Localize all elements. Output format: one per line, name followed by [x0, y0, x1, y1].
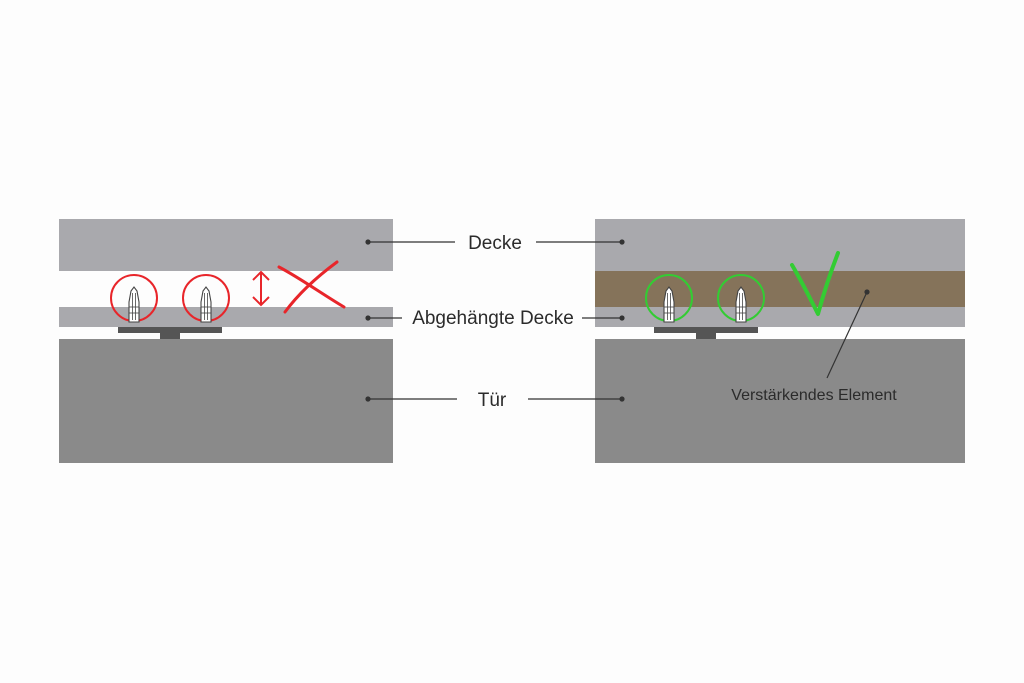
leader-lines — [365, 239, 870, 402]
right-ceiling-slab — [595, 219, 965, 271]
left-anchor-1 — [110, 274, 158, 323]
left-suspended-ceiling — [59, 307, 393, 327]
left-panel — [59, 219, 393, 463]
right-panel — [595, 219, 965, 463]
left-rail-stem — [160, 333, 180, 339]
wall-plug-anchor-icon — [200, 286, 212, 323]
label-suspended-ceiling: Abgehängte Decke — [412, 308, 574, 329]
label-ceiling: Decke — [468, 233, 522, 254]
right-door-rail — [654, 327, 758, 333]
label-reinforcing-element: Verstärkendes Element — [731, 387, 897, 404]
right-rail-stem — [696, 333, 716, 339]
right-reinforcing-element — [595, 271, 965, 307]
left-door-rail — [118, 327, 222, 333]
right-door — [595, 339, 965, 463]
left-door — [59, 339, 393, 463]
label-door: Tür — [478, 390, 507, 411]
left-ceiling-slab — [59, 219, 393, 271]
double-arrow-vertical-icon — [252, 270, 270, 307]
wall-plug-anchor-icon — [128, 286, 140, 323]
left-anchor-2 — [182, 274, 230, 323]
right-anchor-1 — [645, 274, 693, 323]
green-check-mark-icon — [790, 251, 840, 316]
red-cross-mark-icon — [277, 260, 346, 314]
right-anchor-2 — [717, 274, 765, 323]
wall-plug-anchor-icon — [663, 286, 675, 323]
wall-plug-anchor-icon — [735, 286, 747, 323]
